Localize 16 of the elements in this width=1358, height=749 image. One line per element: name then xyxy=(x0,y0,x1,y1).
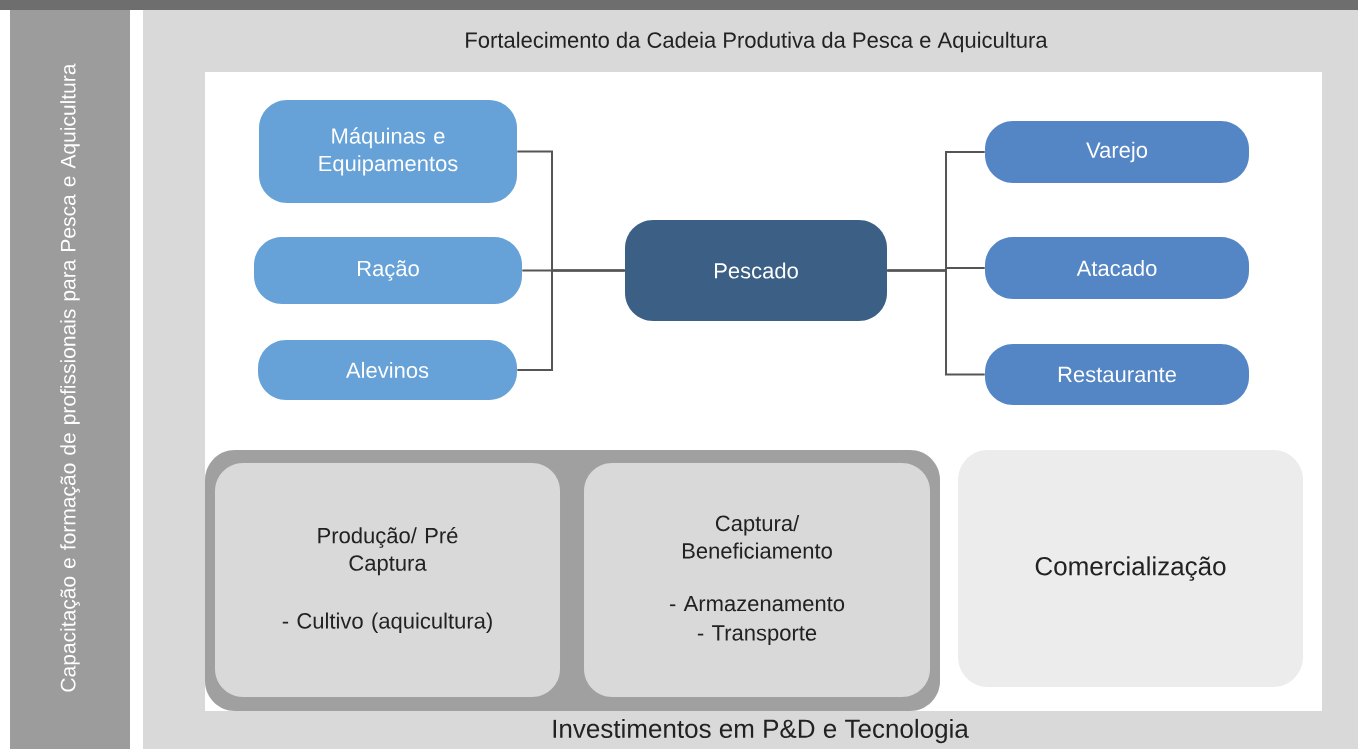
rounded-box: Restaurante xyxy=(985,344,1249,405)
rounded-box: Máquinas e Equipamentos xyxy=(259,100,517,203)
panel-title: Fortalecimento da Cadeia Produtiva da Pesca e Aquicultura xyxy=(466,31,1048,53)
panel-caption: Investimentos em P&D e Tecnologia xyxy=(553,718,969,744)
rounded-box: Pescado xyxy=(625,220,887,321)
rounded-box: Ração xyxy=(254,237,522,304)
rounded-box: Varejo xyxy=(985,121,1249,183)
stage-box: Produção/ Pré Captura - Cultivo (aquicultura) xyxy=(215,463,560,697)
stage-box: Comercialização xyxy=(958,450,1303,687)
stage-box: Captura/ Beneficiamento - Armazenamento - Transporte xyxy=(584,463,930,697)
side-band-label: Capacitação e formação de profissionais para Pesca e Aquicultura xyxy=(60,63,80,692)
connector-line xyxy=(516,269,626,371)
rounded-box: Alevinos xyxy=(258,340,517,400)
side-band xyxy=(10,10,130,749)
rounded-box: Atacado xyxy=(985,237,1249,299)
connector-line xyxy=(886,269,986,376)
